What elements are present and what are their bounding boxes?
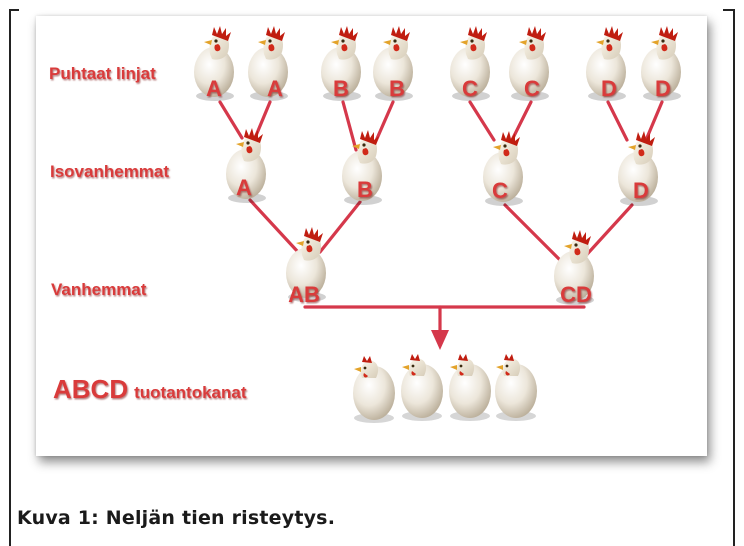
letter-pure-c1: C <box>462 76 478 101</box>
grandparents-row <box>226 128 658 206</box>
label-pure-lines: Puhtaat linjat <box>49 64 156 83</box>
line-a-ab <box>250 200 298 252</box>
label-production-bold: ABCD <box>53 374 128 404</box>
label-grandparents: Isovanhemmat <box>50 162 169 181</box>
hen-production-3 <box>449 354 491 421</box>
label-parents: Vanhemmat <box>51 280 147 299</box>
line-b1-b <box>343 102 356 150</box>
line-d1-d <box>608 102 627 140</box>
letter-parent-cd: CD <box>560 282 592 307</box>
down-arrow-icon <box>431 330 449 350</box>
letter-pure-a2: A <box>267 76 283 101</box>
letter-pure-c2: C <box>524 76 540 101</box>
letter-parent-ab: AB <box>288 282 320 307</box>
hen-production-4 <box>495 354 537 421</box>
letter-pure-a1: A <box>206 76 222 101</box>
pedigree-lines <box>220 102 662 332</box>
letter-grandparent-d: D <box>633 178 649 203</box>
hen-production-2 <box>401 354 443 421</box>
line-b-ab <box>320 202 360 252</box>
letter-pure-b1: B <box>333 76 349 101</box>
label-production: ABCD tuotantokanat <box>53 374 247 404</box>
letter-pure-d1: D <box>601 76 617 101</box>
letter-grandparent-a: A <box>236 175 252 200</box>
hen-production-1 <box>353 356 395 423</box>
line-c-cd <box>505 205 562 262</box>
letter-grandparent-b: B <box>357 177 373 202</box>
line-d2-d <box>646 102 662 140</box>
label-production-rest: tuotantokanat <box>134 383 247 402</box>
figure-caption: Kuva 1: Neljän tien risteytys. <box>17 507 335 529</box>
letter-pure-b2: B <box>389 76 405 101</box>
line-c1-c <box>470 102 494 140</box>
letter-pure-d2: D <box>655 76 671 101</box>
production-row <box>353 354 537 423</box>
line-a1-a <box>220 102 242 138</box>
letter-grandparent-c: C <box>492 178 508 203</box>
